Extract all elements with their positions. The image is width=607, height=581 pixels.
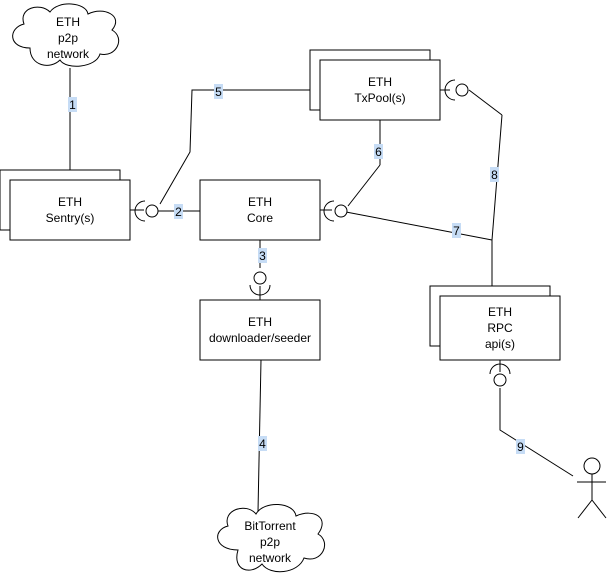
txpool-line1: ETH <box>368 75 392 89</box>
interface-downloader <box>249 271 271 296</box>
user-actor-icon <box>577 457 607 519</box>
svg-text:2: 2 <box>175 205 182 219</box>
cloud-bittorrent: BitTorrent p2p network <box>217 504 325 573</box>
connection-label-7: 7 <box>452 223 461 238</box>
cloud-eth-p2p: ETH p2p network <box>12 3 120 67</box>
connection-label-5: 5 <box>214 84 223 99</box>
connector-7-line <box>345 211 493 241</box>
core-line2: Core <box>247 211 273 225</box>
rpc-line3: api(s) <box>485 337 515 351</box>
downloader-line1: ETH <box>248 315 272 329</box>
cloud-bittorrent-line1: BitTorrent <box>244 519 296 533</box>
svg-text:8: 8 <box>491 168 498 182</box>
interface-txpool <box>444 79 469 101</box>
connector-6-line-b <box>347 164 381 207</box>
svg-text:7: 7 <box>453 224 460 238</box>
connection-label-8: 8 <box>490 167 499 182</box>
component-rpc: ETH RPC api(s) <box>429 285 561 361</box>
cloud-eth-line3: network <box>47 47 90 61</box>
cloud-eth-line1: ETH <box>56 15 80 29</box>
svg-text:3: 3 <box>259 249 266 263</box>
downloader-line2: downloader/seeder <box>209 331 311 345</box>
cloud-eth-line2: p2p <box>58 31 78 45</box>
svg-text:5: 5 <box>215 85 222 99</box>
svg-text:1: 1 <box>69 98 76 112</box>
interface-sentry <box>134 200 159 222</box>
connection-labels: 1 2 3 4 5 6 7 8 <box>68 84 525 454</box>
component-downloader: ETH downloader/seeder <box>199 299 321 361</box>
cloud-bittorrent-line2: p2p <box>260 535 280 549</box>
connection-label-1: 1 <box>68 97 77 112</box>
interface-core <box>323 200 348 222</box>
connection-label-9: 9 <box>516 439 525 454</box>
sentry-line1: ETH <box>58 195 82 209</box>
connection-label-4: 4 <box>258 436 267 451</box>
svg-text:4: 4 <box>259 437 266 451</box>
connector-8-line-a <box>468 89 503 116</box>
core-line1: ETH <box>248 195 272 209</box>
connection-label-2: 2 <box>174 204 183 219</box>
cloud-bittorrent-line3: network <box>249 551 292 565</box>
interface-rpc <box>489 363 511 387</box>
connector-5-line <box>159 89 320 205</box>
interface-symbols <box>134 79 511 387</box>
connection-label-3: 3 <box>258 248 267 263</box>
svg-text:9: 9 <box>517 440 524 454</box>
rpc-line1: ETH <box>488 305 512 319</box>
connector-9-line <box>499 388 574 477</box>
component-sentry: ETH Sentry(s) <box>0 169 131 241</box>
svg-text:6: 6 <box>375 145 382 159</box>
component-txpool: ETH TxPool(s) <box>309 49 441 121</box>
rpc-line2: RPC <box>487 321 513 335</box>
connection-label-6: 6 <box>374 144 383 159</box>
component-core: ETH Core <box>199 179 321 241</box>
sentry-line2: Sentry(s) <box>46 211 95 225</box>
txpool-line2: TxPool(s) <box>354 91 405 105</box>
